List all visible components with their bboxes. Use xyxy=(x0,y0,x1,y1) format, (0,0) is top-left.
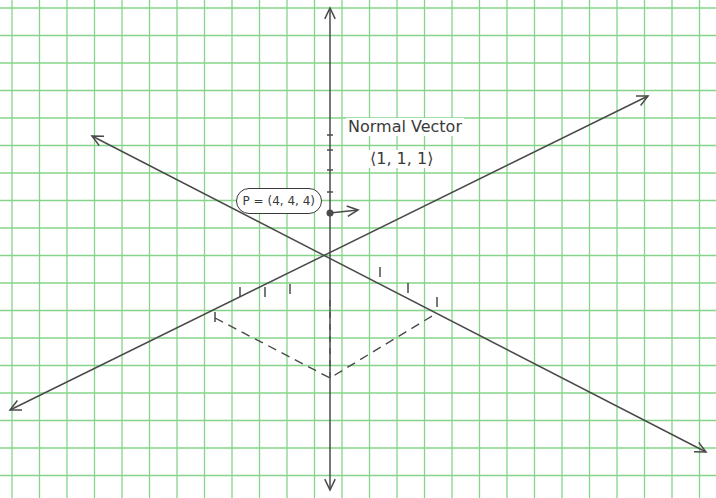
axis-line xyxy=(92,136,706,452)
axis-tick xyxy=(239,287,241,297)
axis-tick xyxy=(327,134,333,136)
axis-tick xyxy=(214,312,216,322)
axis-tick xyxy=(289,284,291,294)
grid-line xyxy=(121,0,122,498)
grid-line xyxy=(314,0,315,498)
axes xyxy=(10,8,706,490)
axis-arrowhead xyxy=(92,136,104,146)
grid-line xyxy=(0,447,716,448)
plane-trace xyxy=(215,313,437,378)
grid-line xyxy=(0,282,716,283)
grid-line xyxy=(561,0,562,498)
axis-tick xyxy=(407,283,409,293)
grid-line xyxy=(0,420,716,421)
axis-tick xyxy=(327,149,333,151)
grid-line xyxy=(479,0,480,498)
grid-line xyxy=(616,0,617,498)
grid-line xyxy=(0,7,716,8)
grid-line xyxy=(0,255,716,256)
grid-line xyxy=(644,0,645,498)
grid-line xyxy=(589,0,590,498)
vector-label: Normal Vector xyxy=(346,118,464,136)
grid-line xyxy=(0,62,716,63)
point-callout: P = (4, 4, 4) xyxy=(236,188,322,214)
grid-line xyxy=(699,0,700,498)
grid-line xyxy=(0,172,716,173)
grid-line xyxy=(424,0,425,498)
axis-line xyxy=(329,8,331,490)
axis-arrowhead xyxy=(694,442,706,452)
grid-line xyxy=(396,0,397,498)
grid-line xyxy=(286,0,287,498)
grid-line xyxy=(0,145,716,146)
grid-line xyxy=(0,35,716,36)
grid-line xyxy=(39,0,40,498)
axis-arrowhead xyxy=(636,96,648,105)
axis-tick xyxy=(327,191,333,193)
grid-line xyxy=(94,0,95,498)
axis-arrowhead xyxy=(10,401,22,410)
axis-tick xyxy=(264,287,266,297)
grid-line xyxy=(506,0,507,498)
axis-tick xyxy=(436,297,438,307)
grid-line xyxy=(0,475,716,476)
grid-line xyxy=(66,0,67,498)
grid-line xyxy=(0,227,716,228)
axis-arrowhead xyxy=(325,479,335,490)
grid-line xyxy=(204,0,205,498)
point-label: P = (4, 4, 4) xyxy=(243,194,315,208)
grid-line xyxy=(259,0,260,498)
grid-line xyxy=(0,90,716,91)
normal-vector-head xyxy=(347,206,358,216)
grid-line xyxy=(11,0,12,498)
grid-line xyxy=(0,200,716,201)
grid-line xyxy=(671,0,672,498)
axis-tick xyxy=(327,169,333,171)
grid-line xyxy=(341,0,342,498)
axis-line xyxy=(10,96,648,410)
axis-tick xyxy=(379,267,381,277)
grid-line xyxy=(369,0,370,498)
grid-line xyxy=(0,310,716,311)
grid-line xyxy=(176,0,177,498)
grid-line xyxy=(451,0,452,498)
plane-trace xyxy=(329,300,330,378)
vector-components: ⟨1, 1, 1⟩ xyxy=(368,150,435,168)
axis-arrowhead xyxy=(325,8,335,19)
grid-line xyxy=(0,392,716,393)
grid-line xyxy=(0,337,716,338)
grid-line xyxy=(0,365,716,366)
grid-line xyxy=(534,0,535,498)
grid-line xyxy=(149,0,150,498)
grid-line xyxy=(231,0,232,498)
